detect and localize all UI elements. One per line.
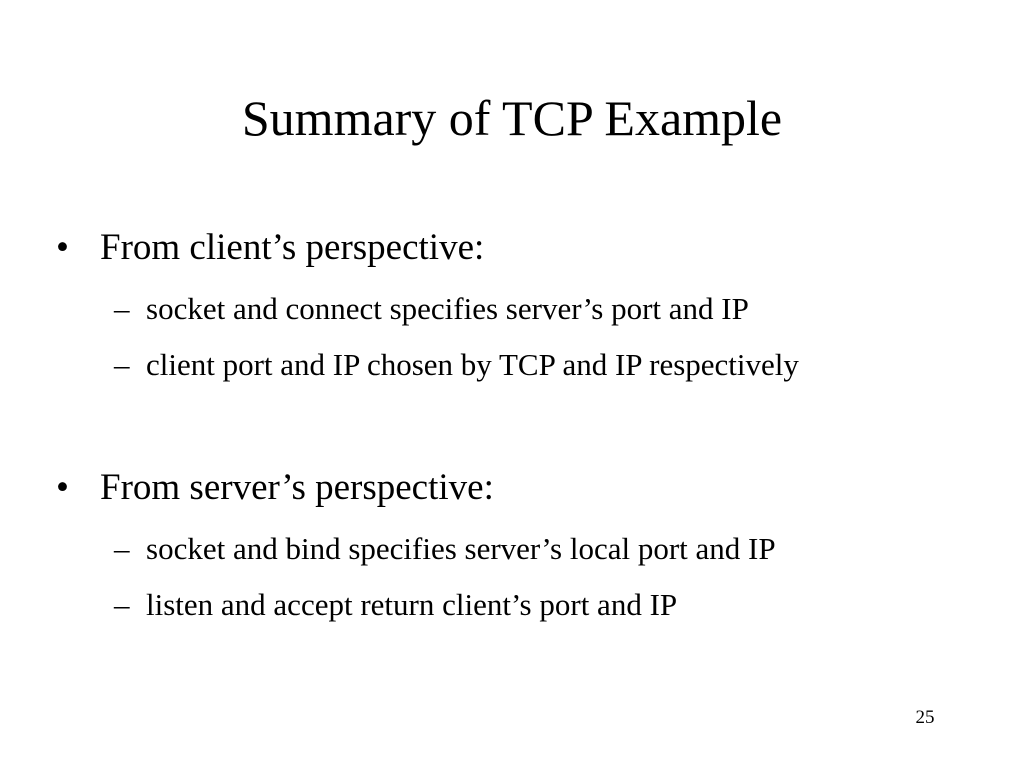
page-number: 25: [915, 707, 935, 728]
bullet-text: From server’s perspective:: [100, 467, 494, 508]
sub-bullet-text: client port and IP chosen by TCP and IP …: [146, 347, 799, 382]
sub-bullet-item: –socket and connect specifies server’s p…: [114, 290, 749, 328]
sub-bullet-item: –socket and bind specifies server’s loca…: [114, 530, 776, 568]
sub-bullet-text: socket and bind specifies server’s local…: [146, 531, 776, 566]
sub-bullet-marker: –: [114, 291, 130, 326]
sub-bullet-item: –listen and accept return client’s port …: [114, 586, 677, 624]
bullet-marker: •: [56, 467, 69, 508]
slide-title: Summary of TCP Example: [241, 90, 783, 146]
bullet-marker: •: [56, 227, 69, 268]
bullet-item-server-perspective: • From server’s perspective:: [56, 466, 494, 510]
sub-bullet-text: socket and connect specifies server’s po…: [146, 291, 749, 326]
sub-bullet-marker: –: [114, 347, 130, 382]
sub-bullet-item: –client port and IP chosen by TCP and IP…: [114, 346, 799, 384]
sub-bullet-marker: –: [114, 587, 130, 622]
bullet-text: From client’s perspective:: [100, 227, 485, 268]
bullet-item-client-perspective: • From client’s perspective:: [56, 226, 484, 270]
sub-bullet-marker: –: [114, 531, 130, 566]
sub-bullet-text: listen and accept return client’s port a…: [146, 587, 678, 622]
